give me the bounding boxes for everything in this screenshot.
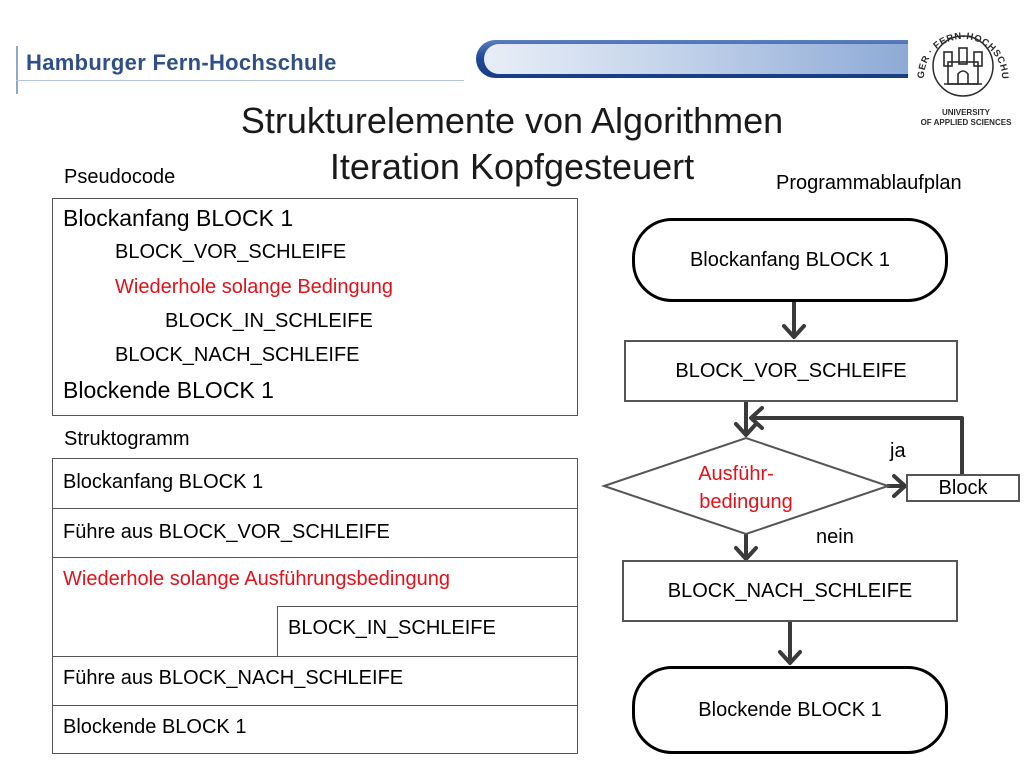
flowchart-no-label: nein	[816, 526, 854, 548]
struktogramm-loop-body: BLOCK_IN_SCHLEIFE	[277, 606, 577, 656]
flowchart-yes-label: ja	[890, 440, 906, 462]
struktogramm-loop-condition: Wiederhole solange Ausführungsbedingung	[63, 568, 450, 590]
arrowhead-icon	[734, 546, 758, 561]
pseudocode-line: BLOCK_VOR_SCHLEIFE	[115, 241, 347, 263]
flowchart-before-block: BLOCK_VOR_SCHLEIFE	[624, 340, 958, 402]
pseudocode-box: Blockanfang BLOCK 1 BLOCK_VOR_SCHLEIFE W…	[52, 198, 578, 416]
arrowhead-icon	[778, 650, 802, 665]
flowchart-heading: Programmablaufplan	[776, 172, 962, 194]
struktogramm-row: Führe aus BLOCK_NACH_SCHLEIFE	[53, 657, 577, 706]
pseudocode-line-loop: Wiederhole solange Bedingung	[115, 276, 393, 298]
school-name: Hamburger Fern-Hochschule	[26, 50, 337, 75]
university-label: UNIVERSITY OF APPLIED SCIENCES	[920, 108, 1012, 127]
header-divider-vertical	[16, 46, 18, 94]
arrowhead-icon	[734, 422, 758, 437]
arrowhead-icon	[749, 406, 764, 430]
arrow-loop-back	[750, 416, 964, 476]
condition-diamond	[600, 436, 892, 536]
pseudocode-line: Blockanfang BLOCK 1	[63, 205, 294, 231]
pseudocode-line: Blockende BLOCK 1	[63, 377, 274, 403]
struktogramm-row: Führe aus BLOCK_VOR_SCHLEIFE	[53, 509, 577, 558]
pseudocode-line: BLOCK_IN_SCHLEIFE	[165, 310, 373, 332]
title-line-2: Iteration Kopfgesteuert	[329, 146, 695, 187]
struktogramm-loop: Wiederhole solange Ausführungsbedingung …	[53, 558, 577, 657]
slide-title: Strukturelemente von Algorithmen Iterati…	[180, 98, 844, 190]
struktogramm-row: Blockanfang BLOCK 1	[53, 459, 577, 509]
arrowhead-icon	[892, 474, 907, 498]
struktogramm-row: Blockende BLOCK 1	[63, 716, 247, 738]
struktogramm-heading: Struktogramm	[64, 428, 190, 450]
arrowhead-icon	[782, 324, 806, 339]
university-seal-icon: HAMBURGER · FERN-HOCHSCHULE · HFH	[908, 16, 1010, 97]
flowchart-condition-label: Ausführ- bedingung	[698, 463, 793, 513]
flowchart-start-terminal: Blockanfang BLOCK 1	[632, 218, 948, 302]
header-bar-highlight	[484, 44, 908, 74]
flowchart-end-terminal: Blockende BLOCK 1	[632, 666, 948, 754]
flowchart-after-block: BLOCK_NACH_SCHLEIFE	[622, 560, 958, 622]
flowchart-loop-block: Block	[906, 474, 1020, 502]
title-line-1: Strukturelemente von Algorithmen	[240, 100, 784, 141]
pseudocode-heading: Pseudocode	[64, 166, 176, 188]
pseudocode-line: BLOCK_NACH_SCHLEIFE	[115, 344, 360, 366]
header-divider-horizontal	[16, 80, 464, 81]
struktogramm-box: Blockanfang BLOCK 1 Führe aus BLOCK_VOR_…	[52, 458, 578, 754]
